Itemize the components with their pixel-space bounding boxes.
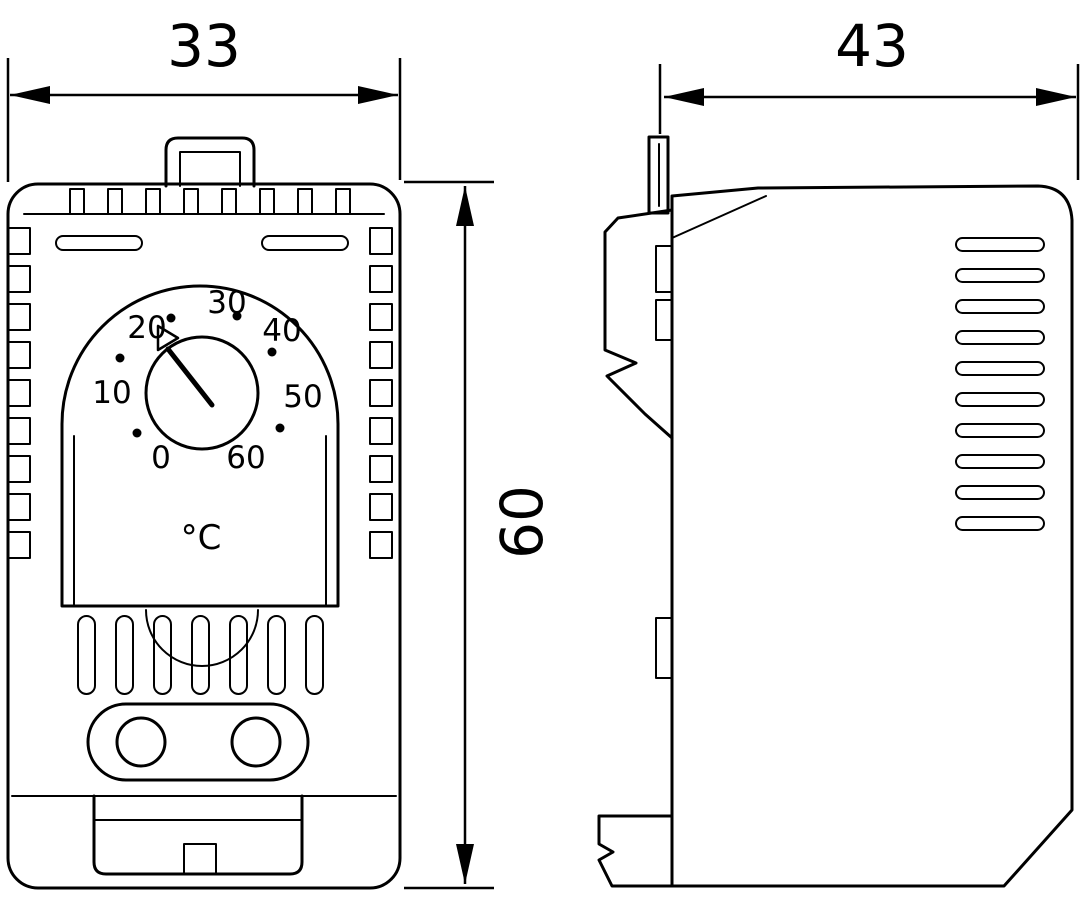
terminal-screw-right: [230, 716, 282, 768]
din-clip-upper: [603, 208, 674, 440]
top-slit: [297, 188, 313, 215]
arrowhead-left: [664, 88, 704, 106]
scale-dots: [115, 311, 285, 438]
din-foot-notch: [183, 843, 217, 875]
side-body-outline: [670, 184, 1074, 888]
top-slit: [183, 188, 199, 215]
dial-knob: [144, 335, 260, 451]
clip-detail: [655, 299, 673, 341]
sensor-bulge-arc: [145, 609, 259, 667]
rib: [369, 341, 393, 369]
rib: [7, 341, 31, 369]
scale-dot: [275, 423, 285, 433]
dim-depth-label: 43: [835, 12, 909, 80]
top-slit: [221, 188, 237, 215]
rib: [369, 379, 393, 407]
scale-dot: [115, 353, 125, 363]
rib: [369, 417, 393, 445]
dimension-side-depth: 43: [658, 12, 1080, 180]
dial-label-60: 60: [226, 440, 265, 476]
vent-slot: [305, 615, 324, 695]
dial-unit-label: °C: [181, 518, 222, 558]
dial-label-20: 20: [127, 310, 166, 346]
top-slit: [69, 188, 85, 215]
vent-slot: [955, 361, 1045, 376]
rib: [7, 265, 31, 293]
vent-slot: [955, 516, 1045, 531]
vent-slot: [955, 392, 1045, 407]
rib: [369, 227, 393, 255]
rib: [369, 455, 393, 483]
vent-slot: [955, 454, 1045, 469]
rib: [7, 303, 31, 331]
din-clip-lower: [597, 814, 674, 888]
rib: [7, 455, 31, 483]
top-slit: [145, 188, 161, 215]
vent-slot: [115, 615, 134, 695]
front-view: 0 10 20 30 40 50 60 °C: [6, 136, 402, 890]
upper-vent-slot-left: [55, 235, 143, 251]
scale-dot: [132, 428, 142, 438]
scale-dot: [232, 311, 242, 321]
vent-slot: [955, 485, 1045, 500]
rib: [369, 493, 393, 521]
top-slits: [69, 188, 351, 215]
dial-label-0: 0: [151, 440, 171, 476]
front-vent-slots: [77, 615, 324, 695]
scale-dot: [267, 347, 277, 357]
side-top-chamfer: [671, 195, 767, 239]
knob-pointer: [165, 346, 215, 408]
side-view: [597, 135, 1074, 888]
rib: [369, 265, 393, 293]
arrowhead-left: [10, 86, 50, 104]
vent-slot: [955, 299, 1045, 314]
vent-slot: [153, 615, 172, 695]
din-foot-outline: [92, 794, 304, 876]
arrowhead-top: [456, 186, 474, 226]
dim-width-label: 33: [167, 12, 241, 80]
vent-slot: [229, 615, 248, 695]
vent-slot: [955, 237, 1045, 252]
dial-label-40: 40: [262, 313, 301, 349]
rib: [369, 531, 393, 559]
vent-slot: [77, 615, 96, 695]
dim-height-label: 60: [488, 485, 556, 559]
vent-slot: [955, 330, 1045, 345]
top-slit: [335, 188, 351, 215]
top-slit: [107, 188, 123, 215]
dimension-height: 60: [404, 180, 556, 890]
front-mount-tab-inner: [179, 151, 241, 187]
vent-slot: [955, 423, 1045, 438]
vent-slot: [955, 268, 1045, 283]
side-ribs-left: [7, 227, 31, 559]
arrowhead-right: [358, 86, 398, 104]
scale-dot: [166, 313, 176, 323]
arrowhead-right: [1036, 88, 1076, 106]
rib: [7, 379, 31, 407]
dial-label-50: 50: [283, 379, 322, 415]
rib: [7, 227, 31, 255]
dial-label-30: 30: [207, 285, 246, 321]
arrowhead-bottom: [456, 844, 474, 884]
terminal-recess: [86, 702, 310, 782]
clip-detail: [655, 245, 673, 293]
rib: [7, 493, 31, 521]
dial-arch-panel: [60, 284, 340, 608]
rib: [7, 531, 31, 559]
dial-label-10: 10: [92, 375, 131, 411]
rib: [369, 303, 393, 331]
vent-slot: [267, 615, 286, 695]
terminal-screw-left: [115, 716, 167, 768]
dimension-front-width: 33: [6, 12, 402, 182]
top-slit: [259, 188, 275, 215]
upper-vent-slot-right: [261, 235, 349, 251]
rib: [7, 417, 31, 445]
front-mount-tab: [164, 136, 256, 188]
side-ribs-right: [369, 227, 393, 559]
clip-detail: [655, 617, 673, 679]
vent-slot: [191, 615, 210, 695]
side-vent-slots: [955, 237, 1045, 531]
setpoint-indicator-arrow: [156, 324, 180, 352]
